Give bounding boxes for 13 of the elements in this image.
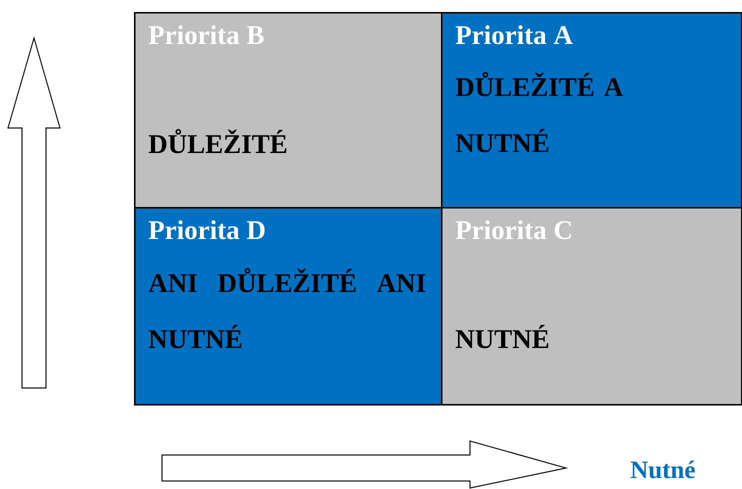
cell-text: DŮLEŽITÉ bbox=[148, 129, 286, 154]
cell-text: NUTNÉ bbox=[456, 324, 548, 348]
cell-heading: Priorita C bbox=[456, 220, 571, 240]
cell-heading: Priorita B bbox=[148, 25, 264, 44]
cell-heading: Priorita D bbox=[148, 220, 265, 240]
quadrant-cell bbox=[134, 12, 442, 208]
axis-label: Nutné bbox=[630, 460, 695, 478]
quadrant-cell bbox=[441, 207, 742, 406]
quadrant-cell bbox=[441, 12, 742, 208]
cell-text: DŮLEŽITÉ A NUTNÉ bbox=[456, 72, 624, 152]
cell-text: ANI DŮLEŽITÉ ANI NUTNÉ bbox=[148, 268, 426, 348]
quadrant-cell bbox=[134, 207, 442, 406]
cell-heading: Priorita A bbox=[456, 25, 573, 44]
